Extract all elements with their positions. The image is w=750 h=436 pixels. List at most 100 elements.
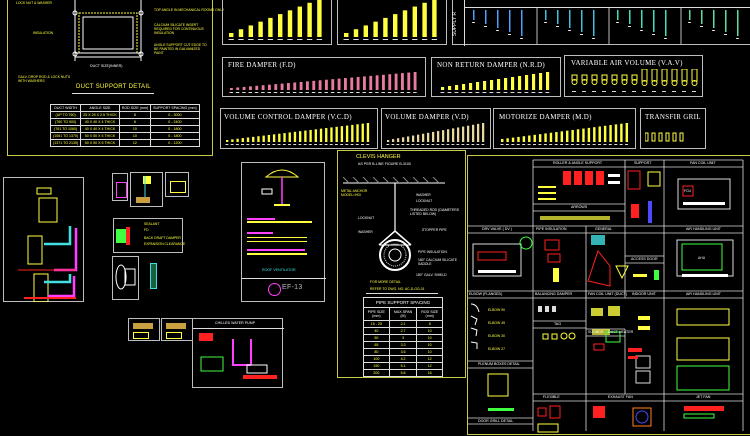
vav-round-inlet [671,80,678,86]
size-tag [510,92,515,93]
size-tag [451,144,455,145]
register-symbol [557,10,559,24]
size-tag [421,39,428,40]
size-tag [592,144,596,145]
size-tag [324,144,328,145]
size-tag [736,38,739,39]
register-symbol [617,10,619,20]
size-tag [318,92,322,93]
size-tag [366,144,370,145]
panel-title: MOTORIZE DAMPER (M.D) [499,113,592,121]
label-expansion: EXPANSION CLEARANCE [144,242,186,246]
size-tag [363,39,369,40]
damper-size-bar [356,124,359,142]
damper-size-bar [375,75,379,90]
damper-size-bar [625,123,629,142]
vav-round-inlet [571,79,578,85]
size-tag [292,92,297,93]
vav-box [651,69,658,82]
size-tag [531,92,536,93]
damper-size-bar [483,81,487,90]
size-tag [288,144,291,145]
damper-size-bar [293,82,297,90]
damper-size-bar [393,14,398,37]
register-symbol [509,10,511,32]
damper-size-bar [412,6,418,37]
damper-size-bar [307,2,312,37]
size-tag [482,92,487,93]
damper-size-bar [344,33,349,37]
duct-section-drawing [72,0,144,61]
panel-title: VOLUME DAMPER (V.D) [385,113,469,121]
damper-size-bar [528,135,531,142]
size-tag [267,39,274,40]
size-tag [622,91,626,92]
size-tag [545,92,550,93]
grille-symbol [651,132,656,142]
size-tag [251,144,255,145]
table-cell: 10 [118,132,152,140]
damper-size-bar [274,84,278,90]
label-plenum: PLENUM BOXES DETAIL [478,362,520,366]
legend-grid-panel: ROLLER & ANGLE SUPPORT SUPPORT FAN COIL … [467,155,750,435]
fire-damper-panel: FIRE DAMPER (F.D) [222,57,426,97]
size-tag [472,22,475,23]
size-tag [549,144,553,145]
size-tag [305,92,309,93]
size-tag [522,144,526,145]
header-cell: ROD SIZE (mm) [416,307,443,321]
title-underline [72,93,154,94]
label-exhaust: EXHAUST FAN [608,395,633,399]
size-tag [616,22,619,23]
table-cell: 100 [363,355,390,363]
damper-size-bar [566,130,569,142]
damper-size-bar [268,84,271,90]
size-tag [241,144,245,145]
damper-size-bar [267,134,271,142]
label-elbow-30: ELBOW 30 [488,334,505,338]
size-tag [248,92,252,93]
size-tag [282,144,286,145]
grille-symbol [658,132,663,142]
size-tag [343,92,347,93]
damper-size-bar [525,75,529,90]
size-tag [603,144,607,145]
damper-size-bar [369,75,373,90]
size-tag [568,30,571,31]
damper-size-bar [593,127,596,142]
damper-size-bar [297,6,303,37]
table-cell: 5.8 [388,369,418,377]
register-symbol [641,10,643,28]
size-tag [632,91,636,92]
vav-round-inlet [621,79,628,85]
size-tag [582,91,586,92]
table-cell: 3.3 [388,341,418,349]
size-tag [476,144,480,145]
clevis-hanger-panel: CLEVIS HANGER AS PER B-LINE FIGURE B-310… [337,150,466,378]
damper-size-bar [402,10,408,38]
size-tag [340,144,344,145]
table-cell: 50 X 50 X 5 THICK [80,132,120,140]
damper-size-bar [345,125,349,142]
damper-size-bar [538,134,542,142]
non-return-damper-panel: NON RETURN DAMPER (N.R.D) [431,57,561,97]
fan-detail [112,256,139,300]
header-cell: PIPE SIZE (mm) [363,307,390,321]
label-locknut: LOCKNUT [358,216,375,220]
table-cell: 10 [416,341,443,349]
damper-size-bar [363,25,369,37]
damper-install-drawing [136,176,151,203]
duct-support-table: DUCT WIDTH ANGLE SIZE ROD SIZE (mm) SUPP… [49,104,200,147]
table-cell: 0 - 1200 [150,139,200,147]
grille-symbol [645,132,649,142]
label-access-door: ACCESS DOOR [631,257,658,261]
damper-size-bar [582,128,585,142]
note-heading [247,232,273,234]
register-symbol [653,10,655,32]
damper-size-bar [397,138,400,142]
table-cell: 8 [118,118,152,126]
damper-size-bar [340,126,344,142]
damper-size-bar [522,136,526,142]
